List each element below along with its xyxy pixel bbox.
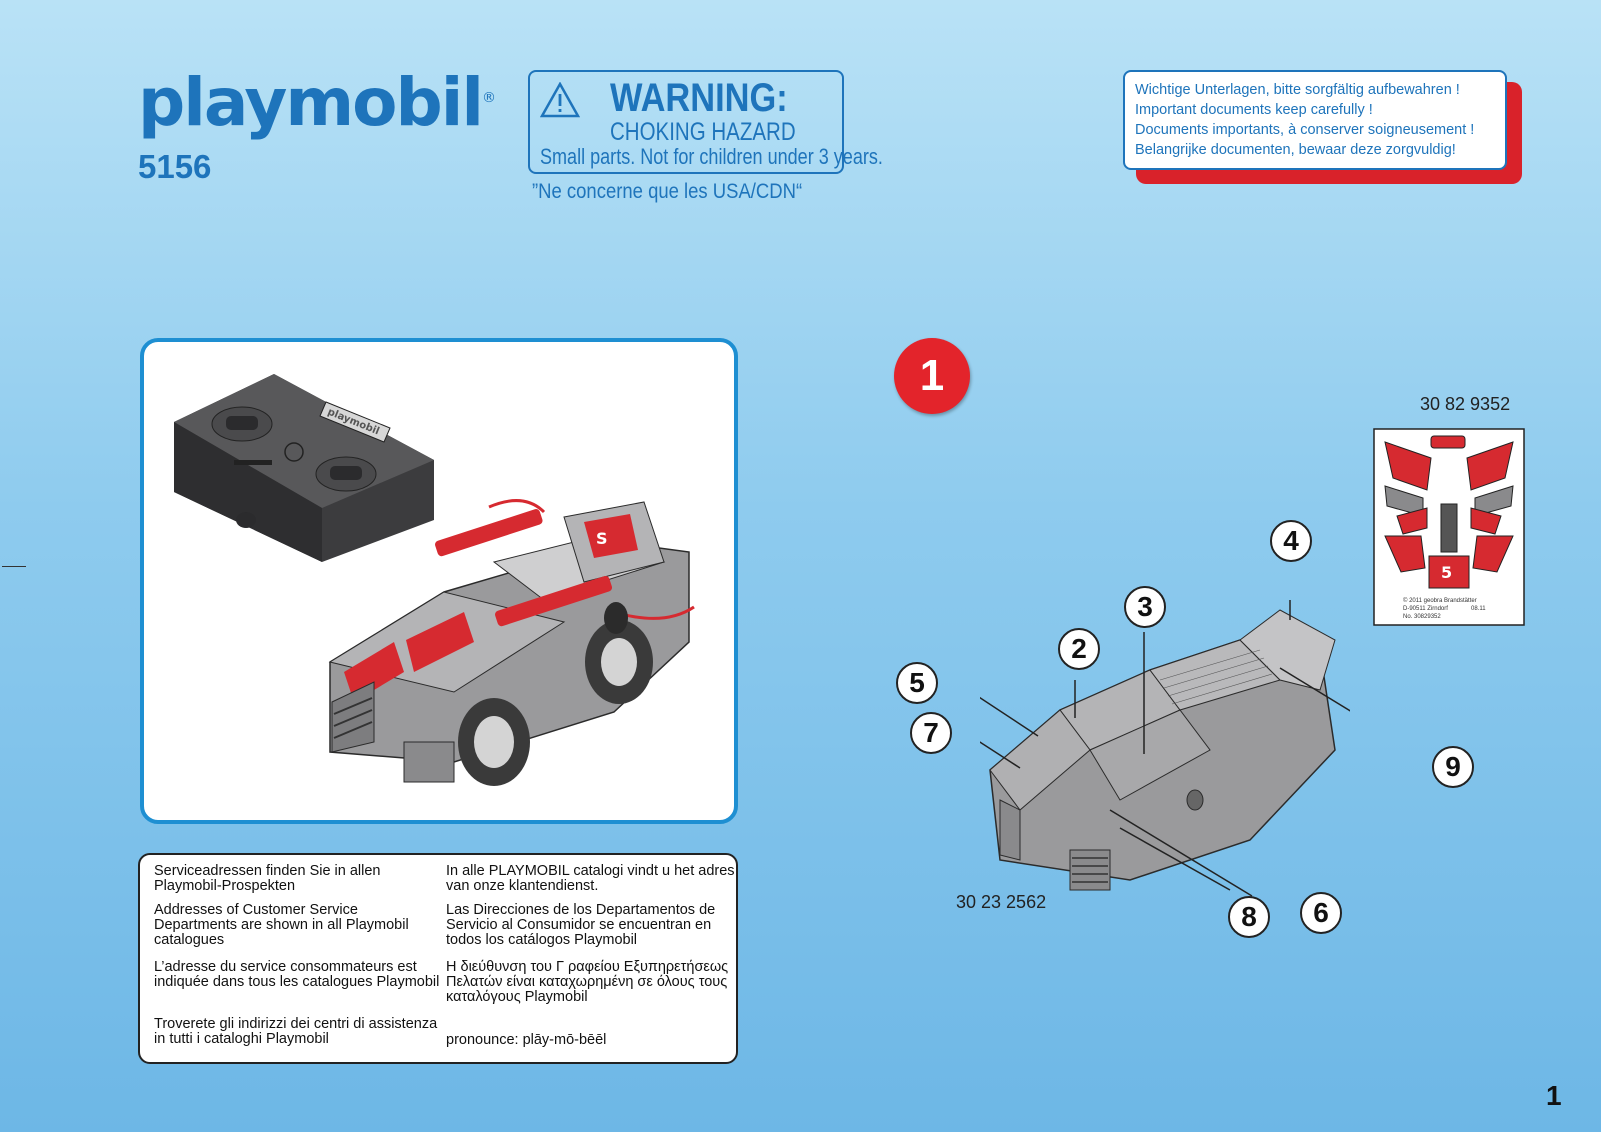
callout-6: 6 [1300, 892, 1342, 934]
step-number-badge: 1 [894, 338, 970, 414]
registered-mark: ® [482, 90, 497, 106]
pronunciation: pronounce: plāy-mō-bēēl [446, 1032, 607, 1048]
sticker-sheet-part-number: 30 82 9352 [1420, 394, 1511, 414]
warning-title: WARNING: [610, 76, 788, 120]
product-illustration: playmobil S [174, 374, 695, 786]
remote-control-image: playmobil [174, 374, 434, 562]
service-info-de: Serviceadressen finden Sie in allen Play… [154, 863, 381, 894]
sticker-sheet-address: D-90511 Zirndorf [1403, 606, 1448, 612]
logo-text: playmobil [138, 64, 484, 141]
warning-triangle-icon [540, 82, 580, 118]
model-number: 5156 [138, 148, 212, 185]
sticker-sheet-date: 08.11 [1471, 606, 1486, 612]
service-info-box: Serviceadressen finden Sie in allen Play… [138, 853, 738, 1064]
documents-notice-line: Belangrijke documenten, bewaar deze zorg… [1135, 142, 1456, 158]
sticker-sheet-copyright: © 2011 geobra Brandstätter [1403, 597, 1477, 604]
callout-3: 3 [1124, 586, 1166, 628]
sticker-sheet: 5 © 2011 geobra Brandstätter D-90511 Zir… [1373, 428, 1525, 626]
documents-notice-line: Documents importants, à conserver soigne… [1135, 122, 1475, 138]
callout-2: 2 [1058, 628, 1100, 670]
svg-text:S: S [596, 529, 608, 548]
svg-text:5: 5 [1441, 563, 1452, 582]
product-illustration-panel: playmobil S [140, 338, 738, 824]
documents-notice-line: Wichtige Unterlagen, bitte sorgfältig au… [1135, 82, 1460, 98]
warning-detail: Small parts. Not for children under 3 ye… [540, 144, 883, 169]
chassis-part-drawing [980, 600, 1350, 897]
warning-box: WARNING: CHOKING HAZARD Small parts. Not… [528, 70, 883, 174]
callout-5: 5 [896, 662, 938, 704]
service-info-fr: L’adresse du service consommateurs est i… [154, 959, 440, 990]
service-info-en: Addresses of Customer Service Department… [154, 902, 409, 948]
page-number: 1 [1546, 1080, 1562, 1111]
warning-subtitle: CHOKING HAZARD [610, 118, 796, 146]
callout-4: 4 [1270, 520, 1312, 562]
service-info-el: Η διεύθυνση του Γ ραφείου Εξυπηρετήσεως … [446, 959, 729, 1005]
callout-9: 9 [1432, 746, 1474, 788]
documents-notice: Wichtige Unterlagen, bitte sorgfältig au… [1123, 70, 1507, 170]
playmobil-logo: playmobil® [138, 64, 496, 141]
service-info-es: Las Direcciones de los Departamentos de … [446, 902, 716, 948]
callout-8: 8 [1228, 896, 1270, 938]
sticker-sheet-number: No. 30829352 [1403, 614, 1441, 620]
service-info-it: Troverete gli indirizzi dei centri di as… [154, 1016, 438, 1047]
documents-notice-line: Important documents keep carefully ! [1135, 102, 1373, 118]
warning-region-note: ”Ne concerne que les USA/CDN“ [532, 180, 803, 203]
callout-7: 7 [910, 712, 952, 754]
robot-vehicle-image: S [328, 499, 695, 786]
chassis-part-number: 30 23 2562 [956, 892, 1047, 912]
service-info-nl: In alle PLAYMOBIL catalogi vindt u het a… [446, 863, 735, 894]
margin-mark [2, 566, 26, 567]
